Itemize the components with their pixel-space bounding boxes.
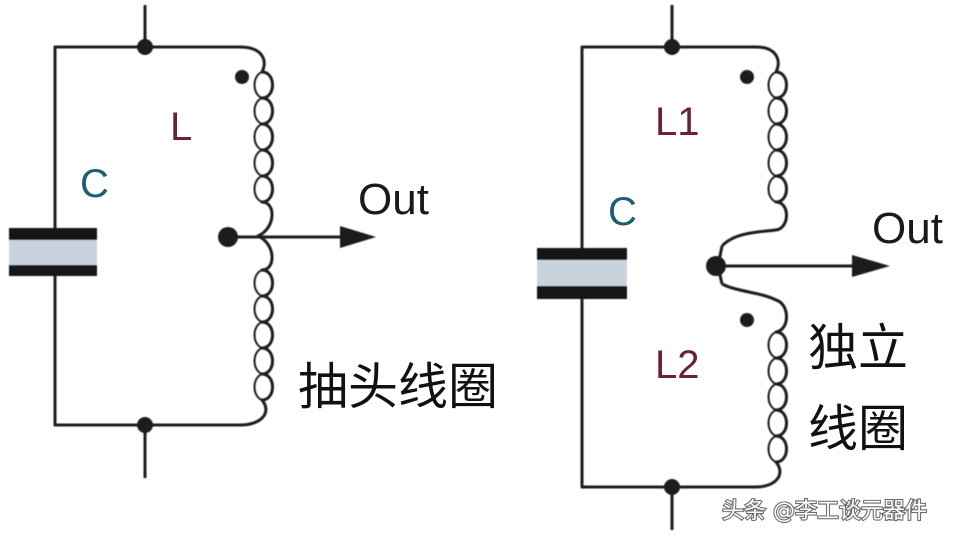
left-arrow-head [340, 226, 376, 248]
right-inductor2-label: L2 [655, 343, 700, 387]
right-output-label: Out [872, 204, 943, 253]
right-l2-polarity-dot [740, 313, 754, 327]
right-bottom-junction-dot [664, 479, 680, 495]
right-capacitor-label: C [608, 190, 637, 234]
left-bottom-wire [53, 268, 240, 427]
right-l2-inner-loops [767, 331, 777, 463]
left-coil-inner-loops [253, 71, 263, 401]
left-bottom-junction-dot [137, 417, 153, 433]
right-circuit [537, 5, 890, 530]
right-bottom-wire [580, 298, 756, 489]
right-output-node-dot [706, 256, 726, 276]
right-caption-line1: 独立 [808, 319, 908, 377]
right-arrow-head [852, 255, 890, 277]
left-caption: 抽头线圈 [298, 358, 498, 416]
watermark: 头条 @李工谈元器件 [722, 499, 927, 524]
right-top-wire [580, 45, 756, 250]
left-tap-dot [218, 227, 238, 247]
left-capacitor-label: C [80, 162, 109, 206]
left-top-wire [53, 45, 240, 230]
right-caption-line2: 线圈 [808, 400, 908, 458]
right-l1-inner-loops [767, 71, 777, 203]
right-l1-polarity-dot [740, 70, 754, 84]
left-capacitor [9, 228, 97, 276]
right-inductor-l1-coil [720, 45, 788, 248]
right-inductor-l2-coil [721, 282, 788, 489]
left-output-label: Out [358, 175, 429, 224]
left-top-junction-dot [137, 39, 153, 55]
left-polarity-dot [235, 70, 249, 84]
left-circuit [9, 5, 376, 478]
left-inductor-label: L [170, 105, 192, 149]
right-top-junction-dot [664, 39, 680, 55]
right-inductor1-label: L1 [655, 100, 700, 144]
right-capacitor [537, 248, 627, 299]
